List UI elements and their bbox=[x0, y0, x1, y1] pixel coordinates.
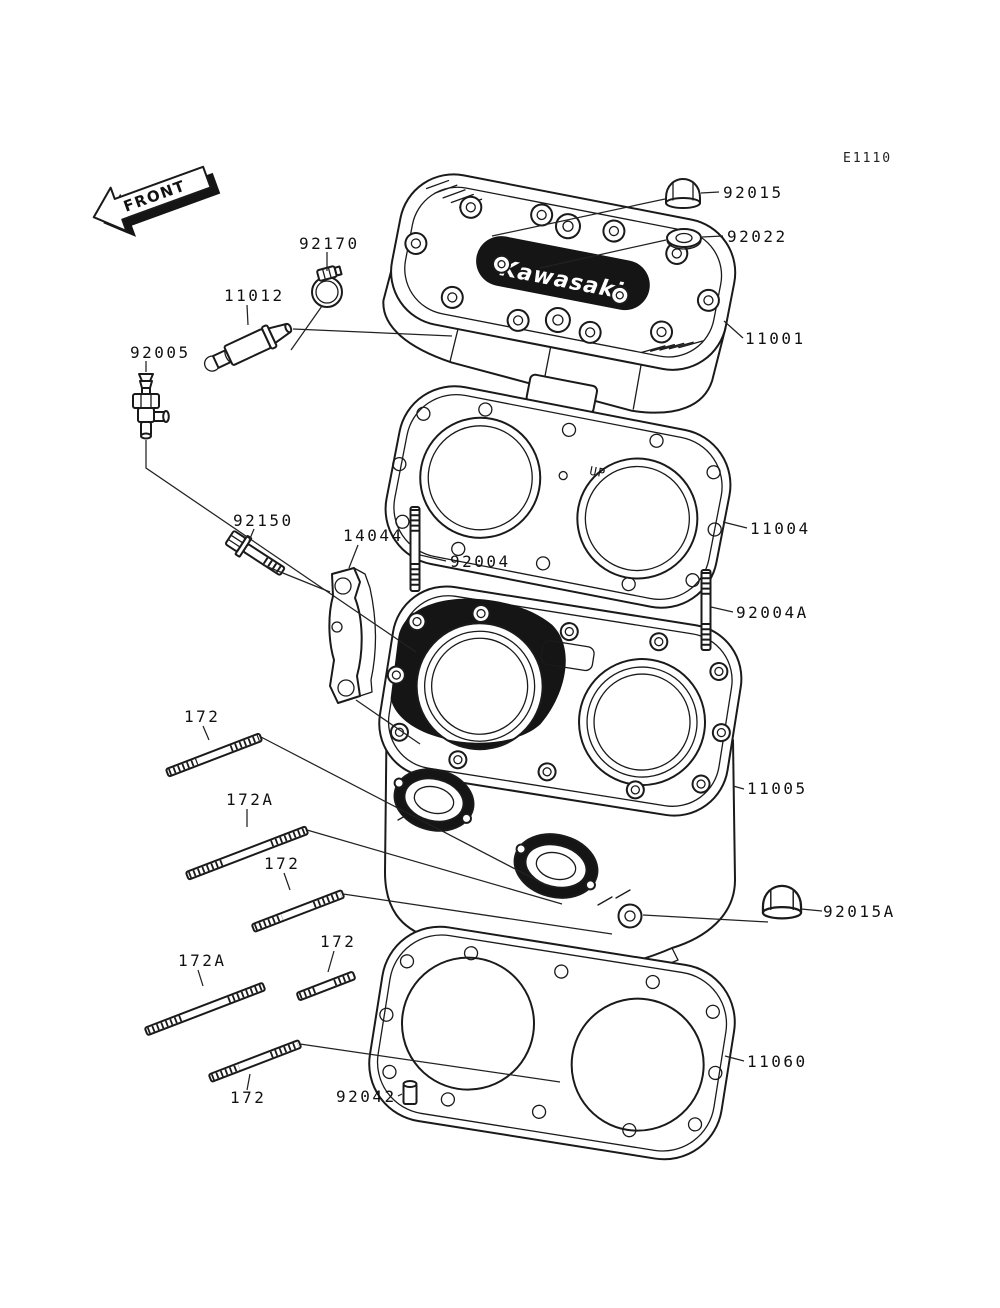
callout-92042: 92042 bbox=[336, 1087, 397, 1106]
callout-11001: 11001 bbox=[745, 329, 806, 348]
gasket-bore-right bbox=[576, 457, 699, 580]
callout-11060: 11060 bbox=[747, 1052, 808, 1071]
callout-172a-1: 172A bbox=[226, 790, 275, 809]
part-stud-92004a bbox=[700, 569, 712, 651]
callout-92005: 92005 bbox=[130, 343, 191, 362]
callout-172-4: 172 bbox=[230, 1088, 266, 1107]
up-marking: UP bbox=[588, 464, 607, 481]
part-stud-172-3 bbox=[296, 971, 356, 1001]
cylinder-bore-left bbox=[415, 622, 544, 751]
part-stud-172a-1 bbox=[185, 825, 309, 881]
callout-172-3: 172 bbox=[320, 932, 356, 951]
part-dowel-92042 bbox=[402, 1080, 418, 1105]
cap-nut-boss bbox=[617, 903, 643, 929]
callout-11012: 11012 bbox=[224, 286, 285, 305]
part-fitting-11012 bbox=[203, 322, 293, 372]
diagram-code: E1110 bbox=[843, 151, 892, 166]
callout-92150: 92150 bbox=[233, 511, 294, 530]
callout-11004: 11004 bbox=[750, 519, 811, 538]
callout-92004a: 92004A bbox=[736, 603, 809, 622]
part-stud-172-2 bbox=[251, 889, 345, 933]
callout-172a-2: 172A bbox=[178, 951, 227, 970]
callout-172-1: 172 bbox=[184, 707, 220, 726]
callout-92022: 92022 bbox=[727, 227, 788, 246]
base-gasket-cutout-left bbox=[400, 956, 535, 1091]
part-head-gasket-11004: UP bbox=[384, 385, 732, 609]
gasket-bore-left bbox=[419, 416, 542, 539]
callout-11005: 11005 bbox=[747, 779, 808, 798]
cover-rib-lines bbox=[425, 179, 704, 354]
callout-92015: 92015 bbox=[723, 183, 784, 202]
cover-bolt-bosses bbox=[404, 195, 720, 344]
callout-92170: 92170 bbox=[299, 234, 360, 253]
part-bracket-14044 bbox=[328, 567, 377, 704]
callout-92015a: 92015A bbox=[823, 902, 896, 921]
part-base-gasket-11060 bbox=[368, 925, 736, 1161]
brand-badge bbox=[476, 236, 650, 311]
part-cap-nut-92015a bbox=[761, 884, 803, 920]
callout-14044: 14044 bbox=[343, 526, 404, 545]
part-stud-172-1 bbox=[165, 732, 263, 778]
leader-lines bbox=[145, 191, 823, 1097]
exhaust-flange-upper bbox=[393, 768, 475, 832]
part-cylinder-head-cover-11001: Kawasaki bbox=[382, 173, 737, 415]
part-bolt-92150 bbox=[224, 530, 286, 576]
cylinder-top-face bbox=[378, 585, 743, 817]
part-cylinder-11005 bbox=[378, 585, 743, 987]
cylinder-stud-holes bbox=[386, 604, 731, 800]
callouts: 92015 92022 11001 92170 11012 92005 1100… bbox=[130, 183, 896, 1107]
part-cap-nut-92015 bbox=[665, 178, 701, 209]
part-washer-92022 bbox=[666, 228, 702, 250]
part-stud-92004 bbox=[409, 506, 421, 592]
part-stud-172a-2 bbox=[144, 982, 266, 1036]
part-stud-172-4 bbox=[208, 1039, 302, 1083]
gasket-bolt-holes bbox=[392, 402, 722, 592]
exhaust-flange-lower bbox=[513, 833, 599, 899]
part-fitting-92005 bbox=[132, 373, 170, 440]
callout-92004: 92004 bbox=[450, 552, 511, 571]
base-gasket-cutout-right bbox=[570, 997, 705, 1132]
base-gasket-holes bbox=[379, 946, 723, 1138]
part-hose-clamp-92170 bbox=[311, 265, 343, 308]
front-direction-banner: FRONT bbox=[92, 165, 221, 237]
callout-172-2: 172 bbox=[264, 854, 300, 873]
